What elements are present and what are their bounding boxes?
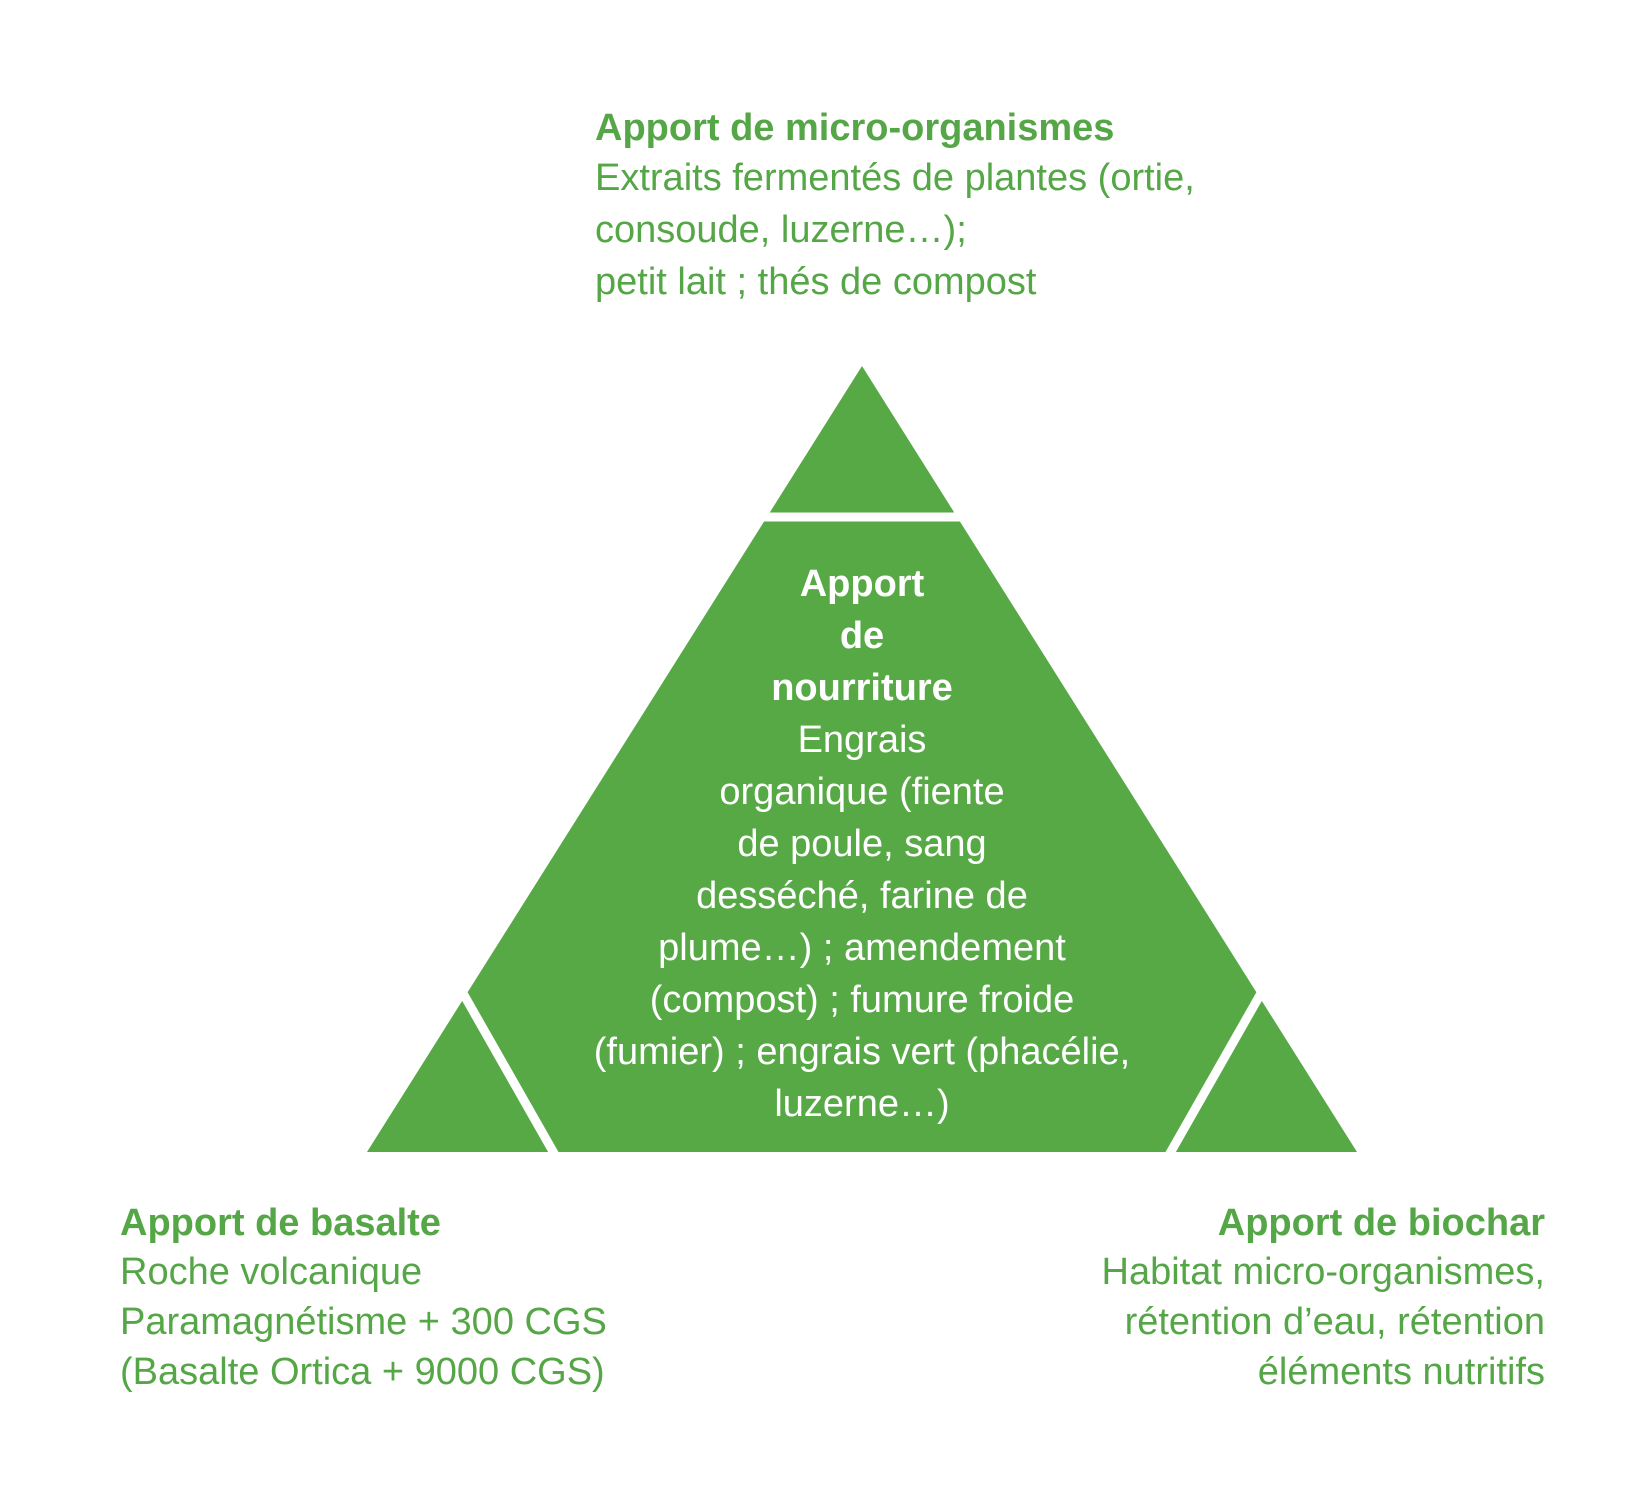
nourriture-heading: Apport de nourriture <box>771 563 953 709</box>
nourriture-label: Apport de nourriture Engrais organique (… <box>462 558 1262 1130</box>
left-corner-divider-line <box>456 985 563 1165</box>
basalte-description: Roche volcanique Paramagnétisme + 300 CG… <box>120 1251 607 1393</box>
micro-organismes-description: Extraits fermentés de plantes (ortie, co… <box>595 157 1195 303</box>
basalte-heading: Apport de basalte <box>120 1202 441 1244</box>
nourriture-description: Engrais organique (fiente de poule, sang… <box>593 719 1131 1125</box>
basalte-label: Apport de basalte Roche volcanique Param… <box>120 1199 740 1397</box>
micro-organismes-heading: Apport de micro-organismes <box>595 107 1115 149</box>
biochar-heading: Apport de biochar <box>1217 1202 1545 1244</box>
micro-organismes-label: Apport de micro-organismes Extraits ferm… <box>595 104 1315 308</box>
biochar-description: Habitat micro-organismes, rétention d’ea… <box>1101 1251 1545 1393</box>
biochar-label: Apport de biochar Habitat micro-organism… <box>905 1199 1545 1397</box>
triangle-shape <box>367 366 1357 1152</box>
right-corner-divider-line <box>1161 985 1268 1165</box>
